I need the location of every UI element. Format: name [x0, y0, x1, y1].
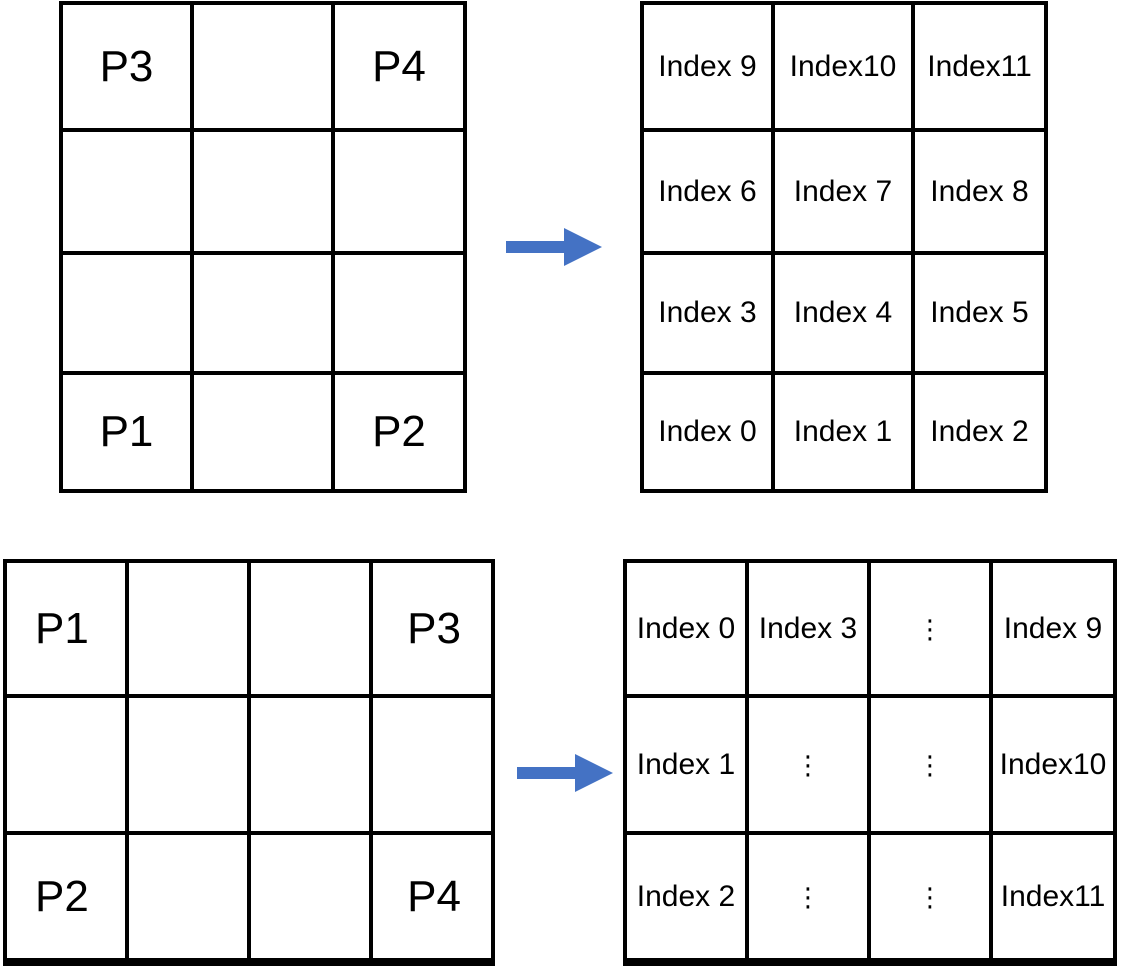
ellipsis-cell: ⋮ — [749, 698, 867, 831]
grid-cell — [194, 255, 331, 371]
grid-cell — [251, 835, 369, 958]
grid-cell — [194, 375, 331, 489]
arrow-shape — [506, 228, 602, 266]
grid-cell-p1: P1 — [63, 375, 190, 489]
grid-cell — [129, 835, 247, 958]
ellipsis-cell: ⋮ — [871, 835, 989, 958]
ellipsis-cell: ⋮ — [871, 563, 989, 694]
grid-cell — [373, 698, 491, 831]
grid-cell — [63, 132, 190, 251]
grid-cell-p2: P2 — [7, 835, 125, 958]
top-right-index-grid: Index 9 Index10 Index11 Index 6 Index 7 … — [640, 1, 1048, 493]
grid-cell-p1: P1 — [7, 563, 125, 694]
grid-cell — [63, 255, 190, 371]
index-cell: Index 0 — [644, 375, 771, 489]
arrow-shape — [517, 754, 613, 792]
index-cell: Index 2 — [627, 835, 745, 958]
bottom-right-index-grid: Index 0 Index 3 ⋮ Index 9 Index 1 ⋮ ⋮ In… — [623, 559, 1117, 966]
index-cell: Index 1 — [775, 375, 911, 489]
grid-cell — [194, 5, 331, 128]
index-cell: Index 7 — [775, 132, 911, 251]
grid-cell-p3: P3 — [373, 563, 491, 694]
ellipsis-cell: ⋮ — [749, 835, 867, 958]
grid-cell — [251, 563, 369, 694]
ellipsis-cell: ⋮ — [871, 698, 989, 831]
bottom-left-grid: P1 P3 P2 P4 — [3, 559, 495, 966]
grid-cell — [335, 255, 463, 371]
index-cell: Index 3 — [749, 563, 867, 694]
grid-cell — [335, 132, 463, 251]
grid-cell-p3: P3 — [63, 5, 190, 128]
index-cell: Index 2 — [915, 375, 1044, 489]
index-cell: Index11 — [915, 5, 1044, 128]
right-arrow-icon — [506, 228, 602, 266]
grid-cell — [129, 563, 247, 694]
grid-cell-p4: P4 — [335, 5, 463, 128]
grid-cell-p2: P2 — [335, 375, 463, 489]
index-cell: Index 1 — [627, 698, 745, 831]
grid-cell — [251, 698, 369, 831]
index-cell: Index 8 — [915, 132, 1044, 251]
index-cell: Index10 — [993, 698, 1113, 831]
grid-cell-p4: P4 — [373, 835, 491, 958]
index-cell: Index 6 — [644, 132, 771, 251]
grid-cell — [129, 698, 247, 831]
index-cell: Index 5 — [915, 255, 1044, 371]
grid-cell — [194, 132, 331, 251]
right-arrow-icon — [517, 754, 613, 792]
index-cell: Index 9 — [993, 563, 1113, 694]
grid-cell — [7, 698, 125, 831]
index-cell: Index 9 — [644, 5, 771, 128]
index-cell: Index 0 — [627, 563, 745, 694]
index-cell: Index11 — [993, 835, 1113, 958]
top-left-grid: P3 P4 P1 P2 — [59, 1, 467, 493]
index-cell: Index 4 — [775, 255, 911, 371]
index-cell: Index10 — [775, 5, 911, 128]
index-cell: Index 3 — [644, 255, 771, 371]
